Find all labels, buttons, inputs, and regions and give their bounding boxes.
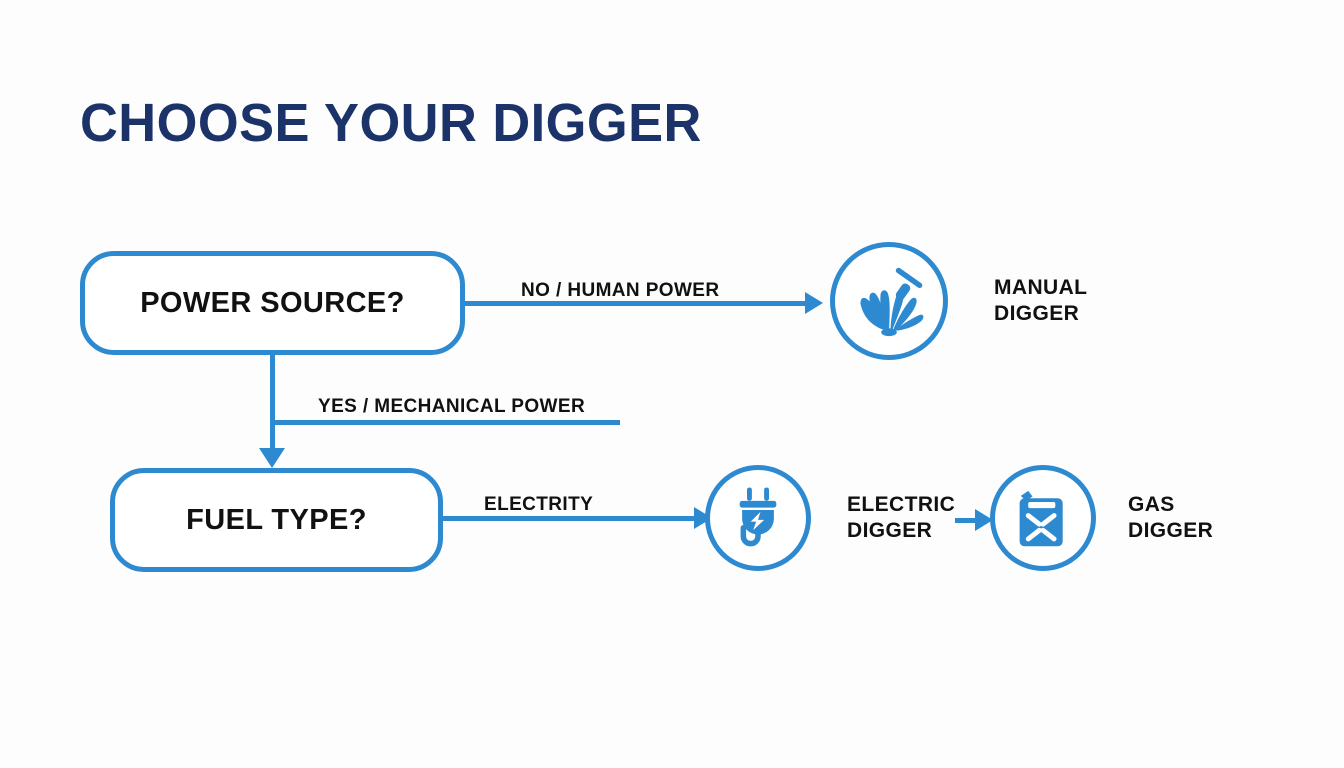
jerry-can-icon — [1019, 490, 1063, 547]
edge-human-power-arrowhead-icon — [805, 292, 823, 314]
decision-node-power-source-label: POWER SOURCE? — [140, 286, 405, 319]
outcome-node-electric-digger[interactable]: ELECTRIC DIGGER — [705, 465, 955, 571]
manual-digger-icon-circle — [830, 242, 948, 360]
edge-electrity-line — [443, 516, 697, 521]
edge-gas-arrowhead-icon — [975, 509, 993, 531]
edge-mechanical-power-vertical-line — [270, 355, 275, 455]
page-title: CHOOSE YOUR DIGGER — [80, 93, 702, 153]
edge-mechanical-power-underline — [270, 420, 620, 425]
power-plug-icon — [739, 487, 777, 547]
shell-pickaxe-icon — [860, 267, 924, 337]
edge-human-power-line — [465, 301, 807, 306]
gas-digger-icon-circle — [990, 465, 1096, 571]
outcome-node-gas-digger[interactable]: GAS DIGGER — [990, 465, 1213, 571]
electric-digger-icon-circle — [705, 465, 811, 571]
edge-label-mechanical-power: YES / MECHANICAL POWER — [318, 396, 586, 417]
outcome-node-manual-digger-label: MANUAL DIGGER — [994, 276, 1088, 325]
outcome-node-electric-digger-label: ELECTRIC DIGGER — [847, 493, 956, 542]
edge-label-human-power: NO / HUMAN POWER — [521, 280, 720, 301]
decision-node-fuel-type-label: FUEL TYPE? — [186, 503, 367, 536]
decision-node-power-source[interactable]: POWER SOURCE? — [80, 251, 465, 355]
edge-label-electrity: ELECTRITY — [484, 494, 594, 515]
edge-gas-line — [955, 518, 979, 523]
decision-node-fuel-type[interactable]: FUEL TYPE? — [110, 468, 443, 572]
edge-mechanical-power-arrowhead-icon — [259, 448, 285, 468]
outcome-node-gas-digger-label: GAS DIGGER — [1128, 493, 1214, 542]
outcome-node-manual-digger[interactable]: MANUAL DIGGER — [830, 242, 1087, 360]
